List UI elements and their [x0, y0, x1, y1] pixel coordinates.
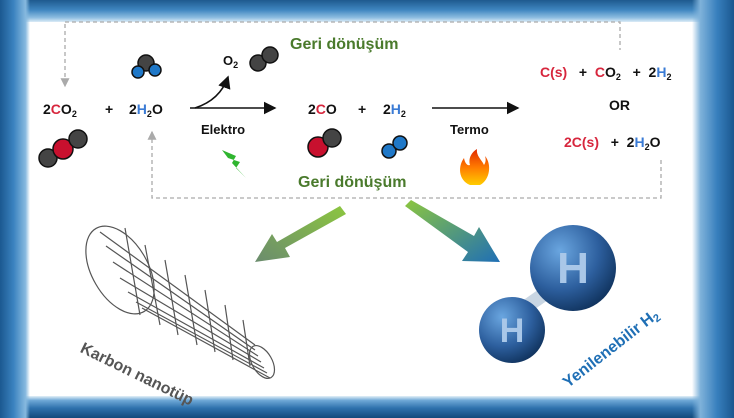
reactant-h2o: 2H2O: [129, 101, 163, 119]
recycle-loop-top-line: [65, 21, 621, 50]
water-frame-right: [692, 0, 734, 418]
arrow-to-hydrogen: [405, 200, 500, 262]
hydrogen-molecule-image: H H: [479, 225, 616, 363]
o2-release-arrow: [194, 75, 231, 109]
intermediate-co: 2CO: [308, 101, 337, 117]
hydrogen-atom-small-label: H: [500, 312, 525, 350]
h2o-molecule-icon: [131, 54, 162, 79]
hydrogen-atom-large-label: H: [557, 244, 589, 293]
products-option-a: C(s) + CO2 + 2H2: [540, 64, 672, 82]
lightning-bolt-icon: [222, 150, 246, 178]
flame-icon: [460, 149, 490, 185]
recycle-label-top: Geri dönüşüm: [290, 36, 399, 53]
water-frame-left: [0, 0, 30, 418]
recycle-label-bottom: Geri dönüşüm: [298, 174, 407, 191]
carbon-nanotube-image: [85, 225, 276, 379]
h2-molecule-icon: [381, 135, 408, 159]
o2-label: O2: [223, 53, 239, 70]
plus-sign: +: [105, 101, 114, 117]
o2-molecule-icon: [249, 46, 279, 72]
products-option-b: 2C(s) + 2H2O: [564, 134, 661, 152]
arrow-to-nanotube: [255, 206, 346, 262]
thermo-label: Termo: [450, 122, 489, 137]
or-label: OR: [609, 97, 630, 113]
plus-sign: +: [358, 101, 367, 117]
electro-label: Elektro: [201, 122, 246, 137]
co2-molecule-icon: [38, 129, 88, 168]
water-frame-bottom: [0, 396, 734, 418]
reactant-co2: 2CO2: [43, 101, 77, 119]
co-molecule-icon: [307, 128, 342, 158]
intermediate-h2: 2H2: [383, 101, 406, 119]
water-frame-top: [0, 0, 734, 22]
